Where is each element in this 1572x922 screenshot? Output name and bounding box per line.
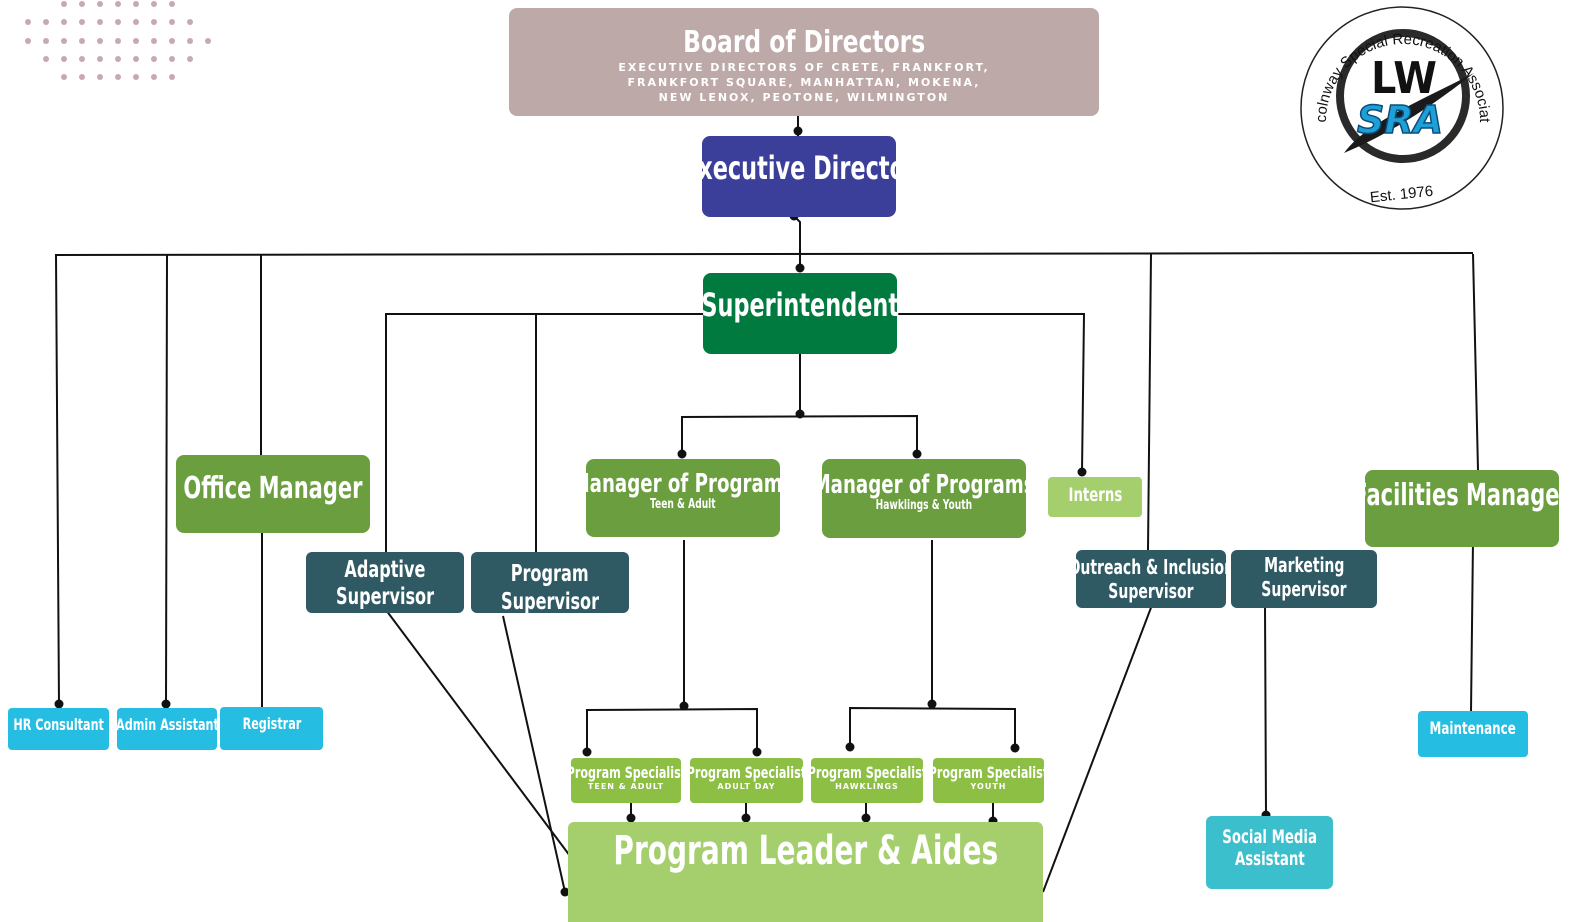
registrar-box: Registrar (220, 707, 323, 750)
interns-box: Interns (1048, 477, 1142, 517)
decorative-dot-pattern (25, 1, 211, 80)
facilities-manager-box: Facilities Manager (1354, 470, 1570, 547)
program-supervisor-box: Program Supervisor (471, 552, 629, 615)
specialist-title: Program Specialist (807, 762, 927, 782)
superintendent-label: Superintendent (701, 285, 899, 324)
program-specialist-teen-adult-box: Program Specialist TEEN & ADULT (566, 758, 686, 803)
program-leader-aides-label: Program Leader & Aides (613, 828, 998, 874)
office-manager-label: Office Manager (183, 470, 363, 506)
hr-consultant-label: HR Consultant (13, 715, 104, 735)
specialist-subtitle: ADULT DAY (717, 781, 776, 791)
adaptive-supervisor-box: Adaptive Supervisor (306, 552, 464, 613)
manager-of-programs-teen-adult-box: Manager of Programs Teen & Adult (572, 459, 794, 537)
executive-director-box: Executive Director (682, 136, 916, 217)
admin-assistant-box: Admin Assistant (115, 708, 219, 750)
social-media-assistant-box: Social Media Assistant (1206, 816, 1333, 889)
logo-mark-top: LW (1371, 52, 1437, 104)
program-supervisor-line2: Supervisor (500, 588, 600, 615)
program-specialist-adult-day-box: Program Specialist ADULT DAY (687, 758, 806, 803)
maintenance-box: Maintenance (1418, 711, 1528, 757)
marketing-supervisor-box: Marketing Supervisor (1231, 550, 1377, 608)
program-leader-aides-box: Program Leader & Aides (568, 822, 1043, 922)
hr-consultant-box: HR Consultant (8, 708, 109, 750)
executive-director-label: Executive Director (682, 148, 916, 187)
outreach-supervisor-line1: Outreach & Inclusion (1068, 555, 1234, 579)
interns-label: Interns (1068, 483, 1122, 506)
maintenance-label: Maintenance (1429, 718, 1517, 739)
board-title: Board of Directors (682, 24, 925, 60)
specialist-title: Program Specialist (686, 762, 807, 782)
social-media-line1: Social Media (1222, 825, 1317, 848)
logo-mark-bottom: SRA (1357, 98, 1443, 142)
admin-assistant-label: Admin Assistant (115, 715, 219, 735)
outreach-inclusion-supervisor-box: Outreach & Inclusion Supervisor (1068, 550, 1234, 608)
social-media-line2: Assistant (1234, 847, 1305, 870)
specialist-title: Program Specialist (928, 762, 1049, 782)
outreach-supervisor-line2: Supervisor (1108, 579, 1194, 603)
manager-teen-subtitle: Teen & Adult (650, 497, 716, 512)
facilities-manager-label: Facilities Manager (1353, 478, 1571, 513)
manager-youth-title: Manager of Programs (813, 469, 1035, 500)
logo-est: Est. 1976 (1369, 183, 1434, 207)
manager-teen-title: Manager of Programs (572, 469, 794, 499)
program-specialist-youth-box: Program Specialist YOUTH (929, 758, 1048, 803)
specialist-title: Program Specialist (566, 762, 686, 782)
office-manager-box: Office Manager (176, 455, 370, 533)
marketing-supervisor-line1: Marketing (1263, 553, 1345, 577)
registrar-label: Registrar (242, 713, 301, 733)
manager-of-programs-hawklings-youth-box: Manager of Programs Hawklings & Youth (813, 459, 1035, 538)
adaptive-supervisor-line1: Adaptive (344, 556, 426, 583)
manager-youth-subtitle: Hawklings & Youth (875, 497, 973, 513)
program-supervisor-line1: Program (511, 560, 589, 587)
adaptive-supervisor-line2: Supervisor (335, 583, 435, 610)
specialist-subtitle: YOUTH (970, 781, 1007, 791)
superintendent-box: Superintendent (701, 273, 899, 354)
board-of-directors-box: Board of Directors EXECUTIVE DIRECTORS O… (509, 8, 1099, 116)
lwsra-logo: Lincolnway Special Recreation Associatio… (1296, 3, 1504, 210)
marketing-supervisor-line2: Supervisor (1261, 577, 1347, 601)
specialist-subtitle: TEEN & ADULT (587, 781, 665, 791)
specialist-subtitle: HAWKLINGS (835, 781, 899, 791)
board-subtitle: EXECUTIVE DIRECTORS OF CRETE, FRANKFORT,… (618, 60, 990, 104)
program-specialist-hawklings-box: Program Specialist HAWKLINGS (807, 758, 927, 803)
